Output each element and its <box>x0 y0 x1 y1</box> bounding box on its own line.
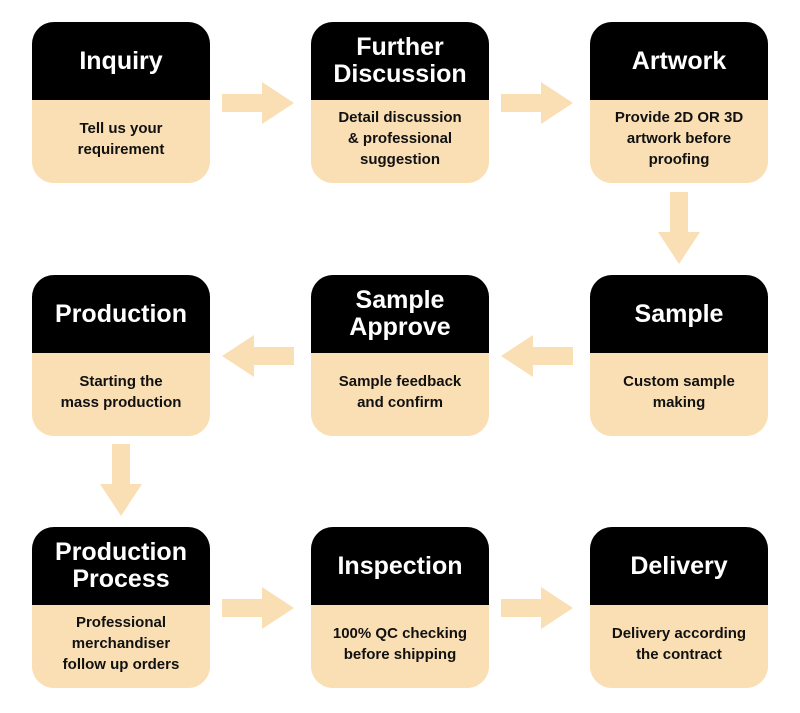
step-box-inspection[interactable]: Inspection 100% QC checking before shipp… <box>311 527 489 688</box>
step-title-further-discussion: Further Discussion <box>311 22 489 100</box>
step-description-sample: Custom sample making <box>590 353 768 436</box>
step-box-production[interactable]: Production Starting the mass production <box>32 275 210 436</box>
step-title-inspection: Inspection <box>311 527 489 605</box>
step-description-further-discussion: Detail discussion & professional suggest… <box>311 100 489 183</box>
arrow-right-icon-further-discussion-to-artwork <box>501 80 573 126</box>
step-box-sample[interactable]: Sample Custom sample making <box>590 275 768 436</box>
step-box-artwork[interactable]: Artwork Provide 2D OR 3D artwork before … <box>590 22 768 183</box>
arrow-down-icon-artwork-to-sample <box>656 192 702 264</box>
arrow-down-icon-production-to-production-process <box>98 444 144 516</box>
step-description-sample-approve: Sample feedback and confirm <box>311 353 489 436</box>
step-box-sample-approve[interactable]: Sample Approve Sample feedback and confi… <box>311 275 489 436</box>
step-description-production-process: Professional merchandiser follow up orde… <box>32 605 210 688</box>
step-description-inquiry: Tell us your requirement <box>32 100 210 183</box>
step-title-production: Production <box>32 275 210 353</box>
step-title-sample-approve: Sample Approve <box>311 275 489 353</box>
step-description-inspection: 100% QC checking before shipping <box>311 605 489 688</box>
step-box-further-discussion[interactable]: Further Discussion Detail discussion & p… <box>311 22 489 183</box>
step-description-artwork: Provide 2D OR 3D artwork before proofing <box>590 100 768 183</box>
step-box-production-process[interactable]: Production Process Professional merchand… <box>32 527 210 688</box>
arrow-right-icon-production-process-to-inspection <box>222 585 294 631</box>
arrow-left-icon-sample-approve-to-production <box>222 333 294 379</box>
step-box-inquiry[interactable]: Inquiry Tell us your requirement <box>32 22 210 183</box>
step-title-artwork: Artwork <box>590 22 768 100</box>
step-title-inquiry: Inquiry <box>32 22 210 100</box>
arrow-right-icon-inquiry-to-further-discussion <box>222 80 294 126</box>
arrow-right-icon-inspection-to-delivery <box>501 585 573 631</box>
step-description-delivery: Delivery according the contract <box>590 605 768 688</box>
step-box-delivery[interactable]: Delivery Delivery according the contract <box>590 527 768 688</box>
step-title-delivery: Delivery <box>590 527 768 605</box>
step-title-sample: Sample <box>590 275 768 353</box>
step-title-production-process: Production Process <box>32 527 210 605</box>
step-description-production: Starting the mass production <box>32 353 210 436</box>
arrow-left-icon-sample-to-sample-approve <box>501 333 573 379</box>
